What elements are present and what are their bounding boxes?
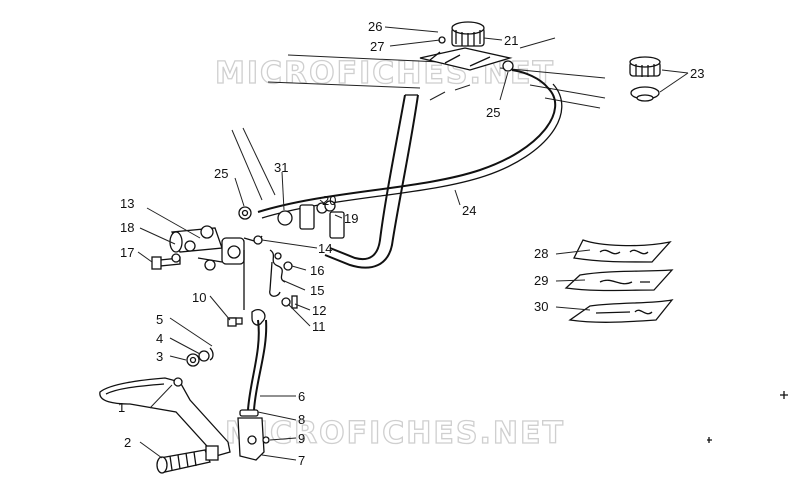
callout-7: 7 [298,453,305,468]
callout-9: 9 [298,431,305,446]
callout-14: 14 [318,241,332,256]
brake-pedal [99,377,231,457]
pushrod [229,250,270,461]
spring-linkage [269,249,298,309]
watermark-bottom: MICROFICHES.NET [225,416,565,451]
bracket-upper [238,200,345,239]
callout-18: 18 [120,220,134,235]
callout-5: 5 [156,312,163,327]
callout-8: 8 [298,412,305,427]
callout-3: 3 [156,349,163,364]
plus-mark-right [780,391,788,399]
callout-12: 12 [312,303,326,318]
bolt-10 [227,317,237,327]
callout-16: 16 [310,263,324,278]
plus-mark-bottom [707,437,712,443]
callout-31: 31 [274,160,288,175]
callout-30: 30 [534,299,548,314]
callout-15: 15 [310,283,324,298]
parts-kits [564,239,674,323]
washers-3-4-5 [186,347,214,367]
callout-24: 24 [462,203,476,218]
callout-6: 6 [298,389,305,404]
callout-25-left: 25 [214,166,228,181]
callout-17: 17 [120,245,134,260]
leader-lines [137,26,689,461]
callout-4: 4 [156,331,163,346]
callout-27: 27 [370,39,384,54]
reservoir-assembly [419,21,514,72]
callout-26: 26 [368,19,382,34]
footpeg [156,445,219,474]
callout-25-top: 25 [486,105,500,120]
callout-2: 2 [124,435,131,450]
callout-28: 28 [534,246,548,261]
callout-29: 29 [534,273,548,288]
bolt-17 [151,253,181,270]
callout-13: 13 [120,196,134,211]
callout-20: 20 [322,193,336,208]
callout-23: 23 [690,66,704,81]
callout-19: 19 [344,211,358,226]
frame-bent-tube [324,94,419,269]
frame-tubes [231,37,606,201]
callout-21: 21 [504,33,518,48]
master-cylinder [169,225,263,271]
callout-10: 10 [192,290,206,305]
callout-1: 1 [118,400,125,415]
callouts: 1 2 3 4 5 6 7 8 9 10 11 12 13 14 15 16 1… [118,19,704,468]
cap-23 [629,56,661,102]
callout-11: 11 [312,319,326,334]
